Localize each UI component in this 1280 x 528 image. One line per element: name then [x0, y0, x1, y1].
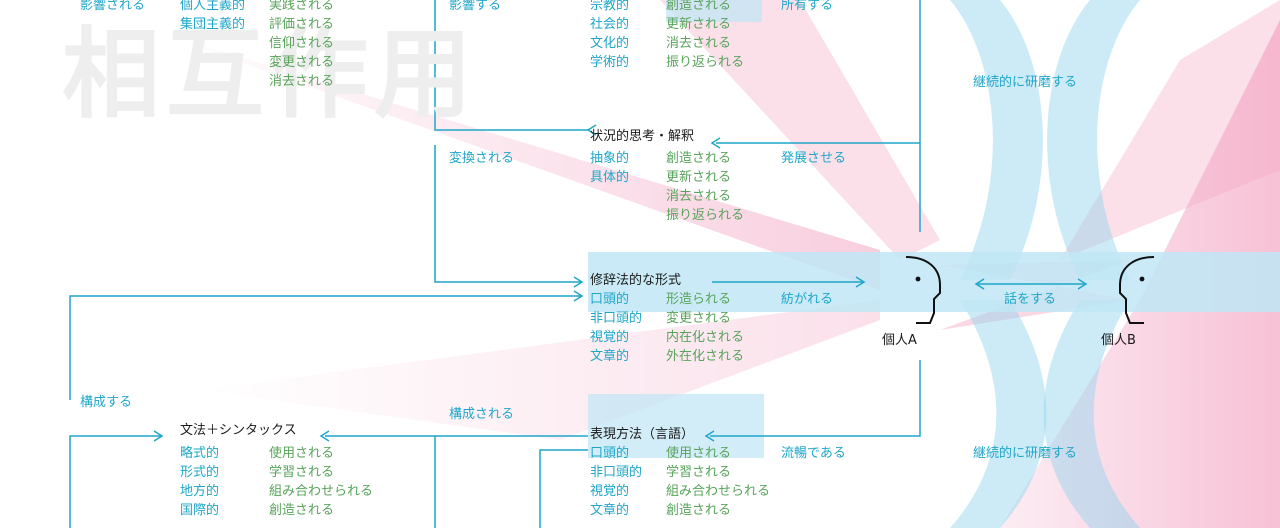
grammar-col2-0: 使用される	[269, 446, 335, 461]
top-center-left-label: 影響する	[449, 0, 502, 13]
arrowhead-rhetorical-left	[573, 290, 584, 302]
top-left-label: 影響される	[80, 0, 146, 13]
top-center-col1-0: 宗教的	[590, 0, 630, 13]
rhetorical-col1-1: 非口頭的	[590, 311, 643, 326]
pink-wedge-upper-right	[1060, 0, 1280, 260]
label-person-b: 個人B	[1101, 333, 1136, 348]
expression-col1-1: 非口頭的	[590, 465, 643, 480]
pink-wedge-top	[660, 0, 940, 260]
top-left-col2-1: 集団主義的	[180, 17, 246, 32]
situational-col2-3: 振り返られる	[666, 208, 745, 223]
situational-col2-0: 創造される	[666, 151, 732, 166]
rhetorical-col3: 紡がれる	[781, 292, 834, 307]
rhetorical-col1-3: 文章的	[590, 349, 630, 364]
pink-wedge-low-left	[200, 300, 880, 440]
line-situational-to-rhetorical	[434, 145, 582, 283]
grammar-col2-3: 創造される	[269, 503, 335, 518]
situational-col3: 発展させる	[781, 151, 847, 166]
rhetorical-title: 修辞法的な形式	[590, 273, 682, 288]
arrowhead-talk-right	[1077, 278, 1088, 290]
grammar-col1-3: 国際的	[180, 503, 220, 518]
rhetorical-col1-2: 視覚的	[590, 330, 630, 345]
arrowhead-grammar-left	[153, 430, 164, 442]
blue-arc-right-bottom	[1043, 300, 1140, 528]
top-left-col2-0: 個人主義的	[180, 0, 246, 13]
arrowhead-rhetorical	[573, 276, 584, 288]
watermark-title: 相互作用	[62, 18, 479, 132]
expression-col1-2: 視覚的	[590, 484, 630, 499]
top-center-col2-2: 消去される	[666, 36, 732, 51]
rhetorical-col2-1: 変更される	[666, 311, 732, 326]
blue-box-expression	[588, 394, 764, 458]
grammar-col1-0: 略式的	[180, 446, 220, 461]
person-a-head-icon	[900, 255, 944, 325]
top-center-col1-3: 学術的	[590, 55, 630, 70]
situational-col2-1: 更新される	[666, 170, 732, 185]
expression-col2-3: 創造される	[666, 503, 732, 518]
rhetorical-col1-0: 口頭的	[590, 292, 630, 307]
blue-box-top	[666, 0, 762, 22]
line-left-loop	[69, 435, 162, 528]
arrowhead-situational-right	[710, 137, 721, 149]
line-left-up	[69, 295, 582, 400]
top-center-col2-3: 振り返られる	[666, 55, 745, 70]
label-constituted: 構成される	[449, 407, 515, 422]
label-continuous-bottom: 継続的に研磨する	[973, 446, 1078, 461]
situational-col2-2: 消去される	[666, 189, 732, 204]
grammar-title: 文法＋シンタックス	[180, 423, 297, 438]
label-person-a: 個人A	[882, 333, 917, 348]
top-center-col1-2: 文化的	[590, 36, 630, 51]
expression-col1-3: 文章的	[590, 503, 630, 518]
arrowhead-expression	[704, 430, 715, 442]
label-talk: 話をする	[1004, 292, 1057, 307]
expression-col1-0: 口頭的	[590, 446, 630, 461]
grammar-col2-1: 学習される	[269, 465, 335, 480]
blue-arc-left-bottom	[950, 300, 1047, 528]
top-left-col3-3: 変更される	[269, 55, 335, 70]
top-center-col2-0: 創造される	[666, 0, 732, 13]
pink-wedge-top-left	[150, 30, 880, 290]
label-continuous-top: 継続的に研磨する	[973, 75, 1078, 90]
grammar-col1-1: 形式的	[180, 465, 220, 480]
arrowhead-grammar	[319, 430, 330, 442]
label-constitutes: 構成する	[80, 395, 133, 410]
rhetorical-col2-2: 内在化される	[666, 330, 745, 345]
rhetorical-col2-0: 形造られる	[666, 292, 732, 307]
top-left-col3-1: 評価される	[269, 17, 335, 32]
line-a-down	[710, 360, 921, 437]
expression-col3: 流暢である	[781, 446, 846, 461]
arrowhead-to-a	[855, 276, 866, 288]
rhetorical-col2-3: 外在化される	[666, 349, 745, 364]
top-left-col3-0: 実践される	[269, 0, 335, 13]
grammar-col2-2: 組み合わせられる	[269, 484, 374, 499]
arrowhead-situational	[586, 124, 597, 136]
expression-title: 表現方法（言語）	[590, 427, 695, 442]
expression-col2-2: 組み合わせられる	[666, 484, 771, 499]
situational-left-label: 変換される	[449, 151, 515, 166]
situational-col1-0: 抽象的	[590, 151, 630, 166]
top-center-col2-1: 更新される	[666, 17, 732, 32]
expression-col2-0: 使用される	[666, 446, 732, 461]
pink-wedge-right	[1000, 20, 1280, 528]
blue-arc-left-top	[950, 0, 1043, 280]
top-center-col3: 所有する	[781, 0, 834, 13]
person-b-head-icon	[1116, 255, 1160, 325]
situational-col1-1: 具体的	[590, 170, 630, 185]
grammar-col1-2: 地方的	[180, 484, 220, 499]
line-top-left-vertical	[434, 0, 588, 131]
top-center-col1-1: 社会的	[590, 17, 630, 32]
situational-title: 状況的思考・解釈	[590, 129, 695, 144]
line-expression-left	[539, 449, 588, 528]
arrowhead-talk-left	[974, 278, 985, 290]
blue-arc-right-top	[1047, 0, 1140, 280]
expression-col2-1: 学習される	[666, 465, 732, 480]
top-left-col3-4: 消去される	[269, 74, 335, 89]
top-left-col3-2: 信仰される	[269, 36, 335, 51]
